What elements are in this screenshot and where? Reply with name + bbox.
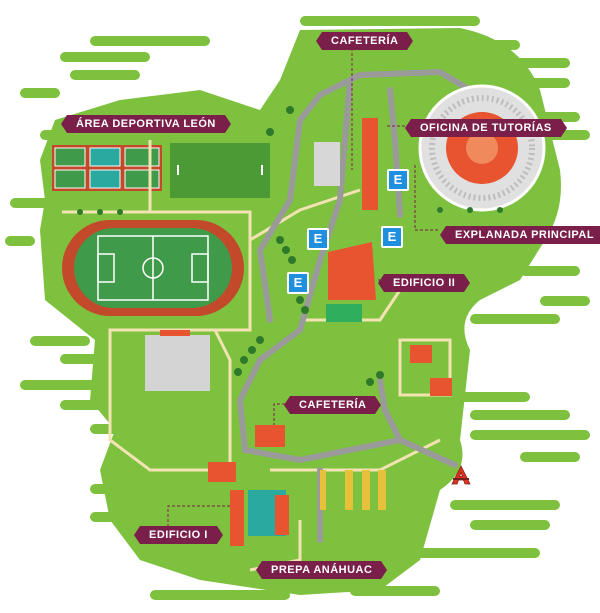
parking-badge[interactable]: E [287,272,309,294]
sports-courts [52,145,162,191]
buildings [145,118,452,546]
explanada-principal-shape [418,84,546,212]
practice-field [170,143,270,198]
label-prepa[interactable]: PREPA ANÁHUAC [255,561,388,579]
label-cafeteria-top[interactable]: CAFETERÍA [315,32,414,50]
edificio-i-building [230,490,244,546]
label-edificio-i[interactable]: EDIFICIO I [134,526,223,544]
cafeteria-building [255,425,285,447]
parking-badge[interactable]: E [307,228,329,250]
label-edificio-ii[interactable]: EDIFICIO II [377,274,471,292]
anahuac-a-logo-icon[interactable] [450,464,472,486]
label-explanada[interactable]: EXPLANADA PRINCIPAL [439,226,600,244]
parking-badge[interactable]: E [381,226,403,248]
label-cafeteria-mid[interactable]: CAFETERÍA [283,396,382,414]
parking-lots [320,470,386,510]
label-area-deportiva[interactable]: ÁREA DEPORTIVA LEÓN [61,115,231,133]
parking-badge[interactable]: E [387,169,409,191]
label-oficina-tutorias[interactable]: OFICINA DE TUTORÍAS [405,119,567,137]
stadium-track [62,220,244,316]
trees [77,106,503,386]
oficina-tutorias-building [362,118,378,210]
edificio-ii-building [328,242,376,300]
